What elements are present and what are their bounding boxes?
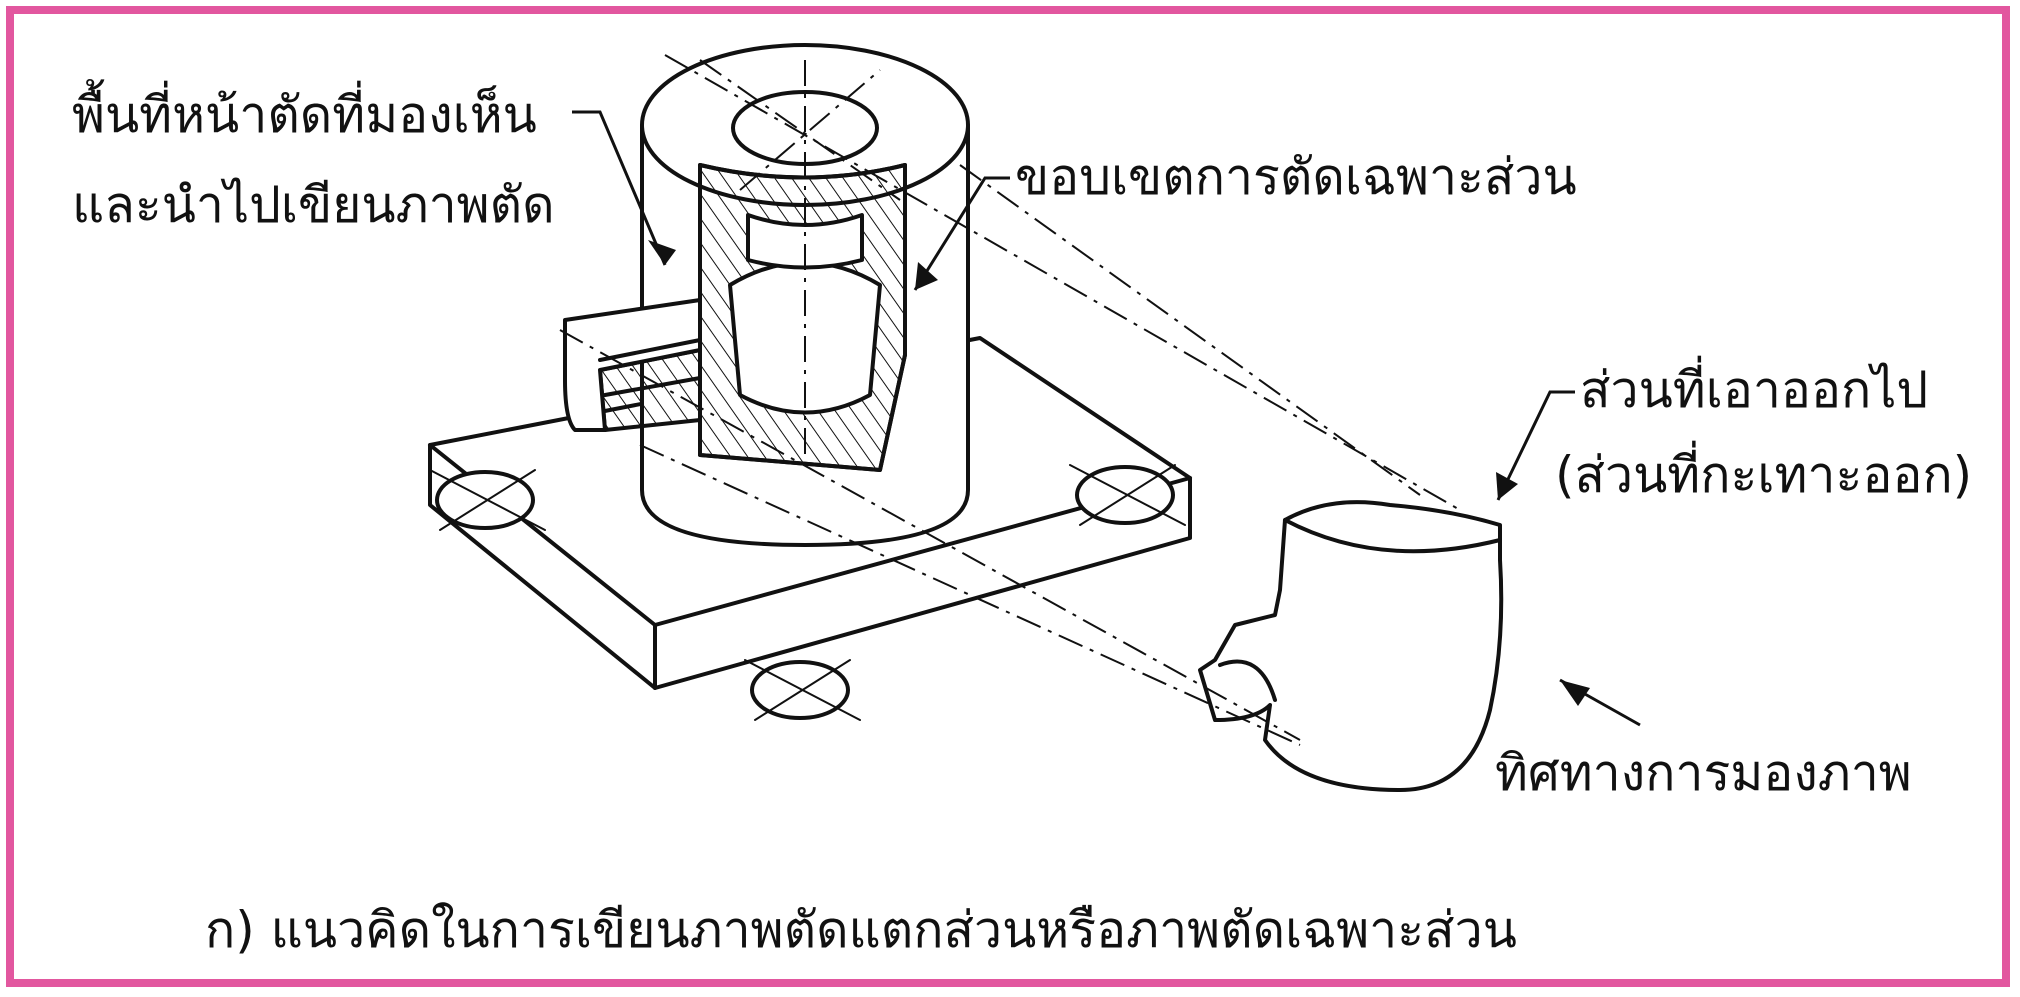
removed-part-cut-face: [1283, 518, 1502, 554]
label-visible-section-area-line2: และนำไปเขียนภาพตัด: [72, 176, 555, 234]
figure-caption: ก) แนวคิดในการเขียนภาพตัดแตกส่วนหรือภาพต…: [205, 901, 1517, 959]
projection-line-4: [639, 444, 1301, 746]
bolt-hole-left: [429, 469, 546, 531]
arrowhead-viewing-direction: [1560, 680, 1590, 706]
projection-line-1: [664, 54, 1461, 511]
label-viewing-direction: ทิศทางการมองภาพ: [1495, 744, 1912, 802]
pink-frame: [6, 6, 2010, 987]
leader-removed-part: [1496, 390, 1575, 501]
center-line-oblique-2: [739, 69, 881, 191]
bolt-hole-front: [744, 659, 861, 721]
leader-cut-boundary: [913, 176, 1010, 291]
bolt-hole-right: [1069, 464, 1186, 526]
label-visible-section-area-line1: พื้นที่หน้าตัดที่มองเห็น: [72, 86, 537, 144]
removed-part-inner: [1218, 659, 1277, 702]
arrowhead-removed-part: [1496, 472, 1518, 500]
inner-step: [746, 213, 864, 270]
center-line-oblique: [699, 59, 901, 201]
side-boss: [563, 298, 702, 432]
label-partial-cut-boundary: ขอบเขตการตัดเฉพาะส่วน: [1015, 148, 1577, 206]
removed-part: [1198, 500, 1504, 792]
section-outline: [698, 163, 907, 472]
side-hole: [598, 338, 702, 397]
projection-line-2: [959, 164, 1421, 496]
projection-line-3: [559, 329, 1301, 741]
label-removed-part-line2: (ส่วนที่กะเทาะออก): [1555, 446, 1973, 504]
label-removed-part-line1: ส่วนที่เอาออกไป: [1580, 361, 1929, 419]
leader-visible-section: [572, 110, 667, 266]
arrowhead-visible-section: [648, 240, 676, 265]
arrowhead-cut-boundary: [915, 262, 938, 290]
